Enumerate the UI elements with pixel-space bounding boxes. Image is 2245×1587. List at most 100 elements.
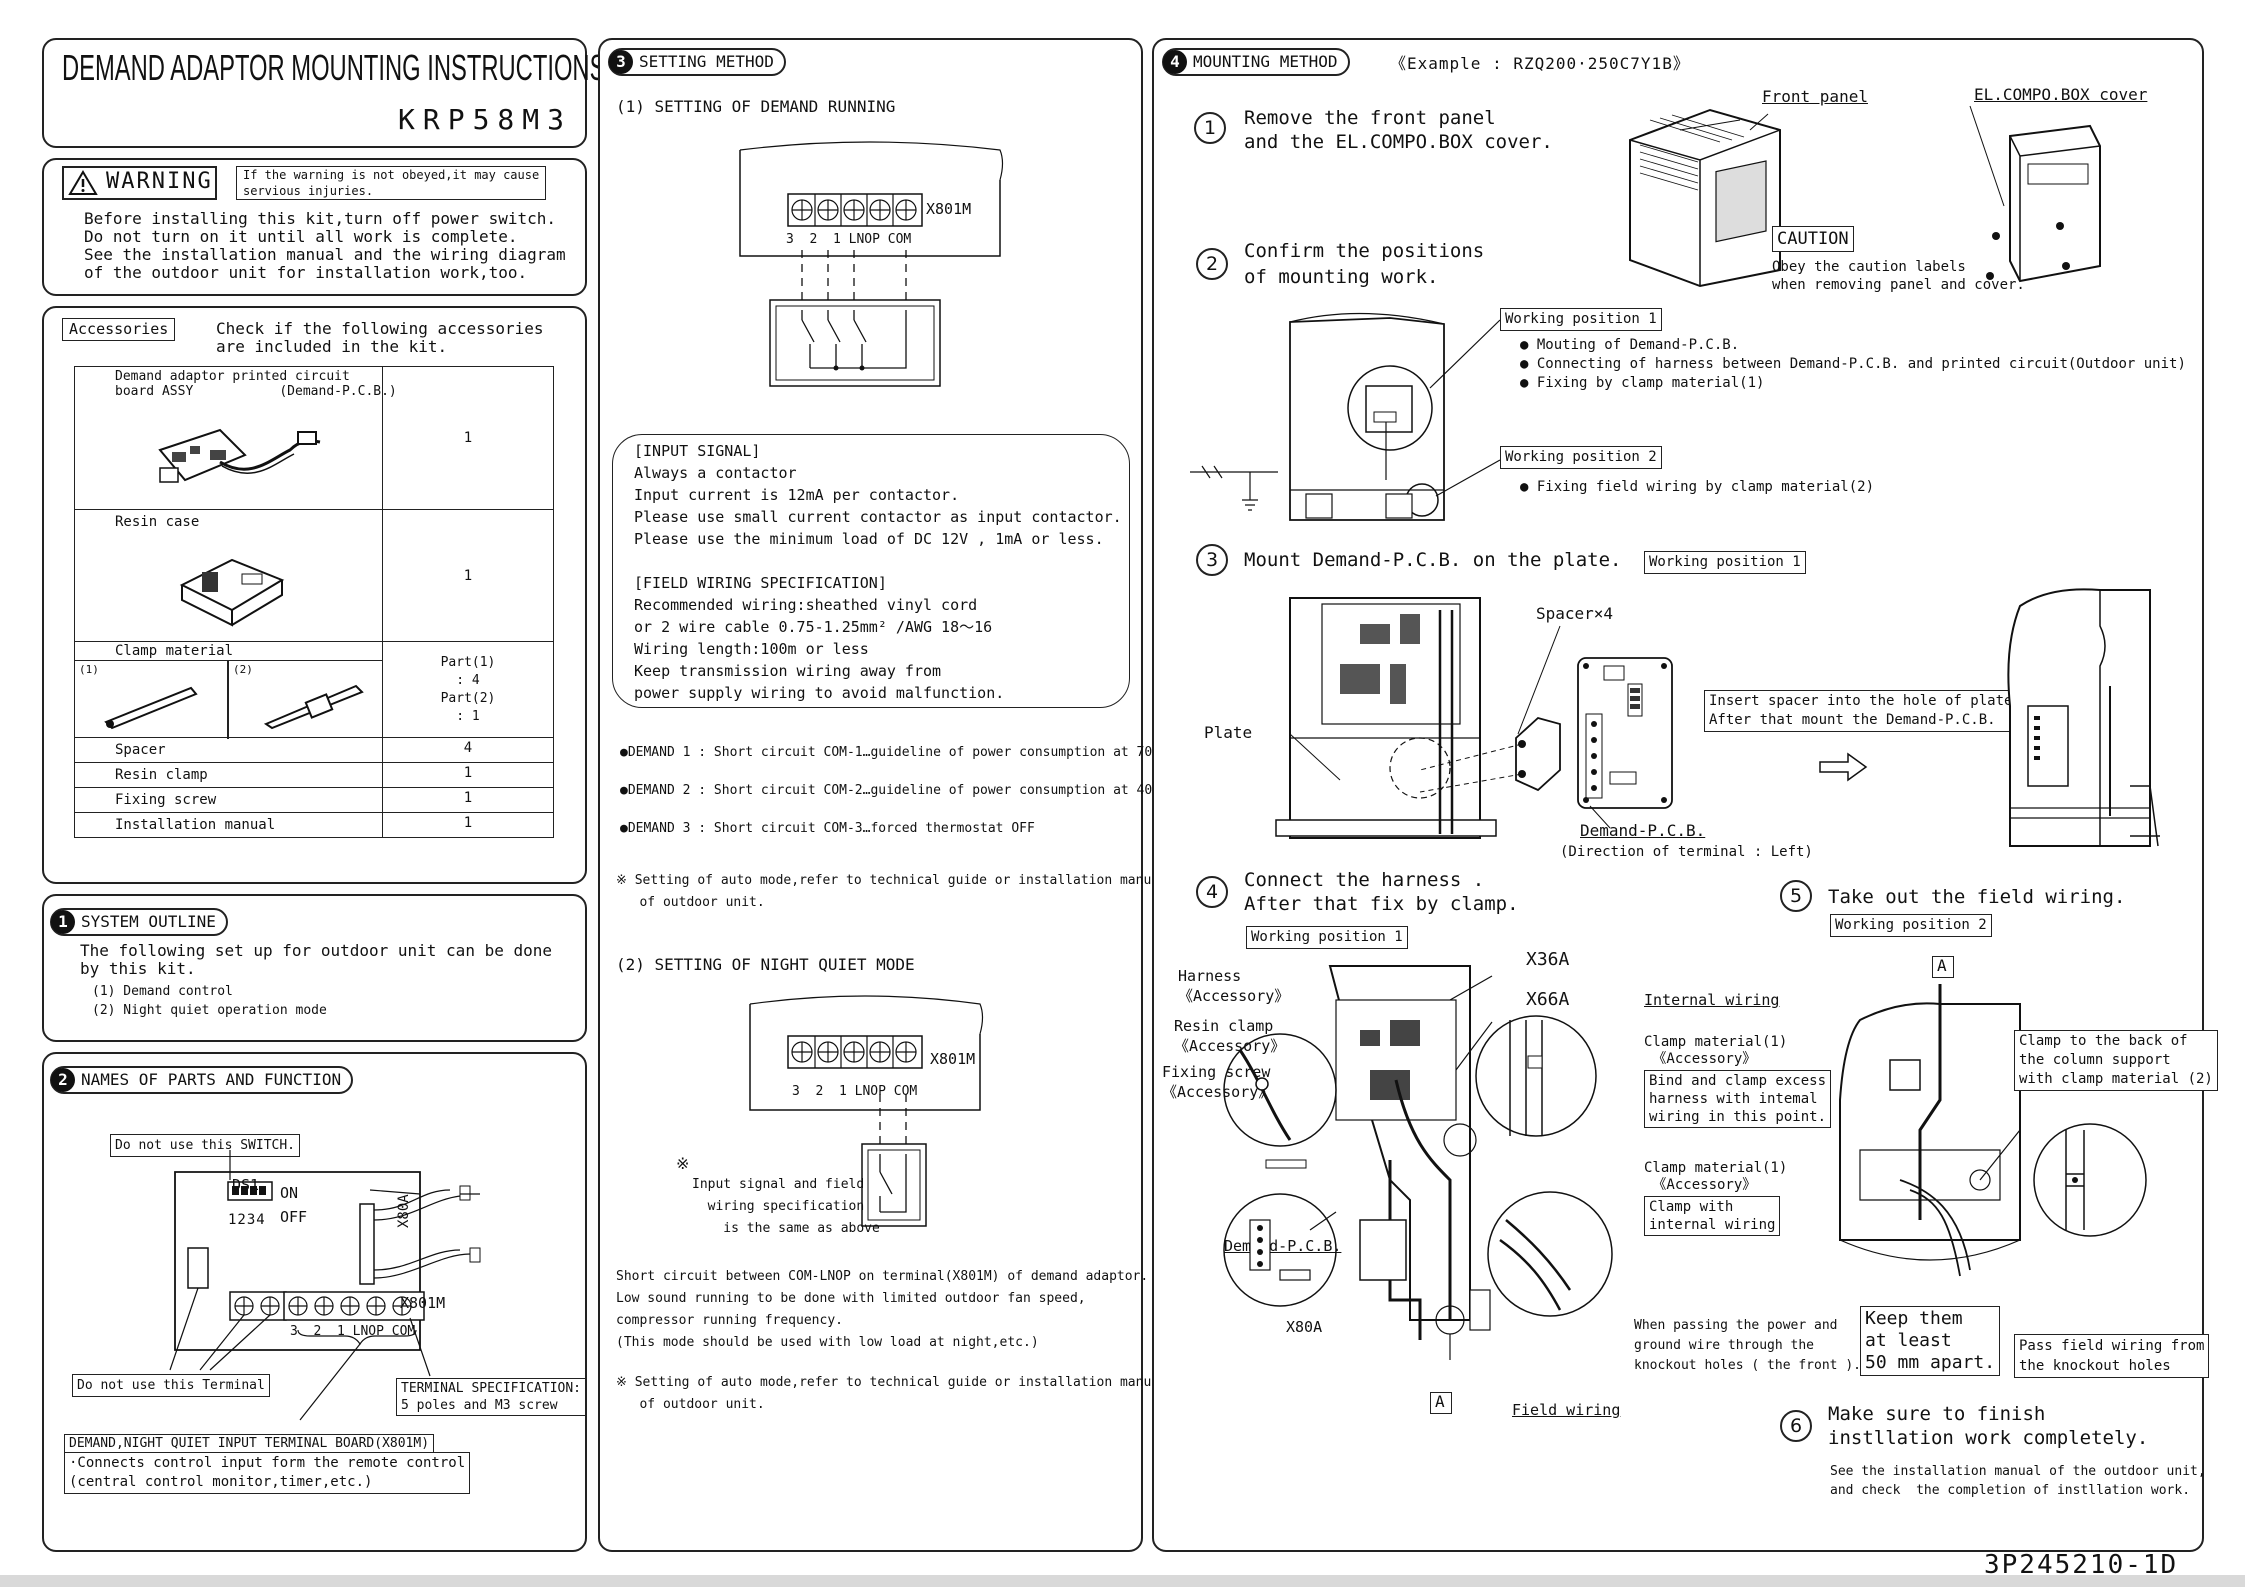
outdoor-unit-illustration [1629,108,1781,288]
field-wiring-illustration [1839,984,2021,1277]
step-3-working-position: Working position 1 [1644,551,1806,574]
step-3-text: Mount Demand-P.C.B. on the plate. [1244,549,1622,571]
section-number: 3 [609,49,633,74]
spacer-label: Spacer×4 [1536,604,1614,623]
input-signal-box [612,434,1130,708]
clamp-part2-label: (2) [233,663,253,676]
a-mark-2: A [1937,956,1947,975]
step-4-text: Connect the harness . After that fix by … [1244,869,1519,915]
resin-clamp-label: Resin clamp 《Accessory》 [1174,1017,1286,1055]
off-label: OFF [280,1208,308,1226]
row-name: Installation manual [74,812,383,838]
section-number: 2 [51,1067,75,1092]
terminal-spec: TERMINAL SPECIFICATION: 5 poles and M3 s… [396,1378,587,1416]
field-wiring-label: Field wiring [1512,1401,1621,1419]
x36a-label: X36A [1526,949,1570,970]
warning-label-box [62,166,217,200]
plate-illustration [1275,597,1561,839]
caution-text: Obey the caution labels when removing pa… [1772,259,2025,293]
row-name: Spacer [74,737,383,763]
board-description: ·Connects control input form the remote … [64,1452,471,1494]
model-number: KRP58M3 [398,103,573,136]
warning-triangle-icon [68,170,98,195]
clamp-part1-label: (1) [79,663,99,676]
demand-x801m-label: X801M [926,200,972,218]
x66a-label: X66A [1526,989,1570,1010]
section-title: MOUNTING METHOD [1193,52,1338,71]
a-mark: A [1435,1392,1445,1411]
demand-heading: (1) SETTING OF DEMAND RUNNING [616,97,896,116]
night-x801m-label: X801M [930,1050,976,1068]
row-qty: 1 [382,812,554,838]
night-body: Short circuit between COM-LNOP on termin… [616,1269,1149,1350]
row-name: Fixing screw [74,787,383,813]
harness-label: Harness 《Accessory》 [1178,967,1290,1005]
demand-1: ●DEMAND 1 : Short circuit COM-1…guidelin… [620,745,1161,760]
insert-note: Insert spacer into the hole of plate. Af… [1704,690,2026,732]
board-diagram [169,1150,481,1421]
step-3-number: 3 [1196,544,1228,576]
row-qty: 1 [382,787,554,813]
internal-wiring-label: Internal wiring [1644,991,1780,1009]
system-outline-body: The following set up for outdoor unit ca… [80,941,553,978]
section-number: 1 [51,909,75,934]
working-position-2-items: ● Fixing field wiring by clamp material(… [1520,479,1875,495]
step-1-number: 1 [1194,112,1226,144]
clamp-cell: Clamp material (1) (2) [74,641,383,739]
caution-label: CAUTION [1772,226,1854,252]
pcb-qty: 1 [463,430,473,446]
system-outline-items: (1) Demand control (2) Night quiet opera… [92,984,327,1018]
harness-illustration [1223,965,1613,1360]
direction-label: (Direction of terminal : Left) [1560,844,1813,860]
step-5-number: 5 [1780,880,1812,912]
warning-note: If the warning is not obeyed,it may caus… [236,166,547,200]
step-5-working-position: Working position 2 [1830,914,1992,937]
ds1-label: DS1 [232,1176,260,1194]
row-qty: 1 [382,762,554,788]
no-switch-label: Do not use this SWITCH. [110,1134,301,1157]
step-1-text: Remove the front panel and the EL.COMPO.… [1244,107,1553,153]
night-note-mark: ※ [676,1154,690,1173]
auto-mode-note-1: ※ Setting of auto mode,refer to technica… [616,873,1167,910]
night-terminal-diagram [749,995,984,1227]
plate-label: Plate [1204,723,1253,742]
demand-pcb-label: Demand-P.C.B. [1580,821,1706,840]
night-note: Input signal and field wiring specificat… [692,1177,880,1236]
field-wiring-text: [FIELD WIRING SPECIFICATION] Recommended… [634,574,1005,702]
auto-mode-note-2: ※ Setting of auto mode,refer to technica… [616,1375,1167,1412]
a-mark-box-2 [1932,956,1954,978]
clamp-material-1a-label: Clamp material(1) 《Accessory》 [1644,1034,1788,1067]
step-4-working-position: Working position 1 [1246,926,1408,949]
clamp-material-1b-label: Clamp material(1) 《Accessory》 [1644,1160,1788,1193]
demand-terminal-diagram [739,141,1004,387]
working-position-2-label: Working position 2 [1500,446,1662,469]
front-panel-label: Front panel [1762,87,1868,106]
x80a-connector-label: X80A [1286,1318,1323,1336]
step-6-text: Make sure to finish instllation work com… [1828,1403,2149,1449]
clamp-with-note: Clamp with internal wiring [1644,1196,1781,1236]
clamp-back-note: Clamp to the back of the column support … [2014,1030,2218,1091]
system-outline-heading: 1 SYSTEM OUTLINE [50,908,228,936]
step-5-text: Take out the field wiring. [1828,886,2126,908]
page-title: DEMAND ADAPTOR MOUNTING INSTRUCTIONS [62,47,606,88]
resin-case-name: Resin case [115,514,200,530]
step-6-number: 6 [1780,1410,1812,1442]
section-title: SYSTEM OUTLINE [81,912,216,931]
section-title: NAMES OF PARTS AND FUNCTION [81,1070,342,1089]
title-panel [42,38,587,148]
setting-panel [598,38,1143,1552]
step-6-note: See the installation manual of the outdo… [1830,1464,2206,1498]
clamp-qty-cell: Part(1) : 4 Part(2) : 1 [382,641,554,738]
el-compo-box-illustration [1969,105,2101,283]
board-title: DEMAND,NIGHT QUIET INPUT TERMINAL BOARD(… [64,1434,435,1454]
bind-note: Bind and clamp excess harness with intem… [1644,1070,1832,1128]
clamp-part2-illustration [263,684,364,730]
warning-label: WARNING [106,169,213,194]
section-number: 4 [1163,49,1187,74]
clamp-name: Clamp material [115,643,234,659]
no-terminal-label: Do not use this Terminal [72,1374,270,1397]
pcb-illustration [158,428,321,483]
accessories-label: Accessories [62,318,176,341]
